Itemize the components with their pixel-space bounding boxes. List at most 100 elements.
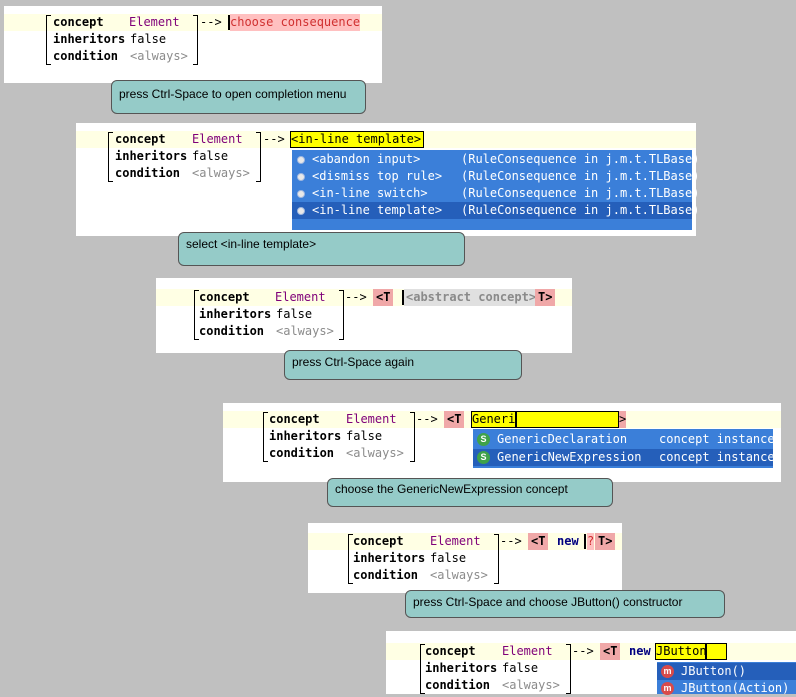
arrow: --> [416, 412, 438, 426]
concept-keyword: concept [115, 132, 166, 146]
template-open-tag[interactable]: <T [528, 533, 549, 550]
template-open-tag[interactable]: <T [373, 289, 394, 306]
text-caret [705, 644, 707, 659]
caption-step2: select <in-line template> [178, 232, 465, 266]
inheritors-value[interactable]: false [276, 307, 313, 321]
template-close-tag[interactable]: T> [535, 289, 556, 306]
bullet-icon [297, 207, 305, 215]
right-bracket [256, 132, 261, 182]
abstract-concept-placeholder[interactable]: <abstract concept> [404, 289, 539, 306]
left-bracket [263, 412, 268, 462]
inheritors-keyword: inheritors [115, 149, 188, 163]
inheritors-value[interactable]: false [192, 149, 229, 163]
left-bracket [108, 132, 113, 182]
concept-keyword: concept [269, 412, 320, 426]
condition-keyword: condition [353, 568, 419, 582]
caption-step3: press Ctrl-Space again [284, 350, 522, 380]
menu-item[interactable]: <abandon input>(RuleConsequence in j.m.t… [292, 151, 699, 168]
concept-icon: S [477, 433, 490, 446]
concept-value[interactable]: Element [430, 534, 481, 548]
concept-keyword: concept [53, 15, 104, 29]
constructor-placeholder[interactable]: ? [587, 533, 595, 550]
template-close-tag[interactable]: > [619, 411, 627, 428]
inheritors-keyword: inheritors [53, 32, 126, 46]
right-bracket [339, 290, 344, 340]
condition-keyword: condition [269, 446, 335, 460]
inheritors-value[interactable]: false [130, 32, 167, 46]
method-icon: m [661, 682, 674, 695]
rule-block: concept Element inheritors false condition… [353, 533, 498, 584]
inheritors-value[interactable]: false [346, 429, 383, 443]
menu-item[interactable]: <in-line switch>(RuleConsequence in j.m.… [292, 185, 699, 202]
consequence-placeholder[interactable]: choose consequence [230, 14, 361, 31]
bullet-icon [297, 156, 305, 164]
caption-step4: choose the GenericNewExpression concept [327, 478, 613, 507]
condition-value[interactable]: <always> [130, 49, 188, 63]
text-caret [228, 15, 230, 30]
arrow: --> [345, 290, 367, 304]
condition-value[interactable]: <always> [430, 568, 488, 582]
concept-value[interactable]: Element [192, 132, 243, 146]
template-open-tag[interactable]: <T [600, 643, 621, 660]
template-close-tag[interactable]: T> [595, 533, 616, 550]
left-bracket [194, 290, 199, 340]
inheritors-keyword: inheritors [425, 661, 498, 675]
selected-consequence[interactable]: <in-line template> [290, 131, 424, 148]
inheritors-keyword: inheritors [353, 551, 426, 565]
left-bracket [46, 15, 51, 65]
concept-keyword: concept [425, 644, 476, 658]
menu-item[interactable]: <dismiss top rule>(RuleConsequence in j.… [292, 168, 699, 185]
inheritors-value[interactable]: false [430, 551, 467, 565]
inheritors-keyword: inheritors [199, 307, 272, 321]
condition-value[interactable]: <always> [276, 324, 334, 338]
arrow: --> [572, 644, 594, 658]
condition-keyword: condition [53, 49, 119, 63]
right-bracket [494, 534, 499, 584]
editor-panel-step6: concept Element inheritors false condition… [386, 631, 796, 697]
rule-block: concept Element inheritors false condition… [425, 643, 570, 694]
caption-step5: press Ctrl-Space and choose JButton() co… [405, 590, 725, 618]
arrow: --> [200, 15, 222, 29]
text-caret [402, 290, 404, 305]
concept-search-input[interactable]: Generi [471, 411, 619, 428]
right-bracket [193, 15, 198, 65]
new-keyword: new [557, 534, 579, 548]
method-icon: m [661, 665, 674, 678]
editor-panel-step5: concept Element inheritors false condition… [308, 523, 622, 593]
text-caret [515, 412, 517, 427]
condition-keyword: condition [425, 678, 491, 692]
bullet-icon [297, 173, 305, 181]
template-open-tag[interactable]: <T [444, 411, 465, 428]
new-keyword: new [629, 644, 651, 658]
editor-panel-step1: concept Element inheritors false condition… [4, 6, 382, 83]
inheritors-value[interactable]: false [502, 661, 539, 675]
arrow: --> [263, 132, 285, 146]
condition-value[interactable]: <always> [502, 678, 560, 692]
arrow: --> [500, 534, 522, 548]
concept-value[interactable]: Element [129, 15, 180, 29]
constructor-search-input[interactable]: JButton [655, 643, 727, 660]
concept-value[interactable]: Element [346, 412, 397, 426]
condition-value[interactable]: <always> [192, 166, 250, 180]
concept-icon: S [477, 451, 490, 464]
concept-keyword: concept [199, 290, 250, 304]
concept-keyword: concept [353, 534, 404, 548]
rule-block: concept Element inheritors false condition… [53, 14, 198, 65]
right-bracket [410, 412, 415, 462]
menu-item-selected[interactable]: <in-line template>(RuleConsequence in j.… [292, 202, 699, 219]
caption-step1: press Ctrl-Space to open completion menu [111, 80, 366, 114]
condition-value[interactable]: <always> [346, 446, 404, 460]
concept-value[interactable]: Element [275, 290, 326, 304]
concept-value[interactable]: Element [502, 644, 553, 658]
